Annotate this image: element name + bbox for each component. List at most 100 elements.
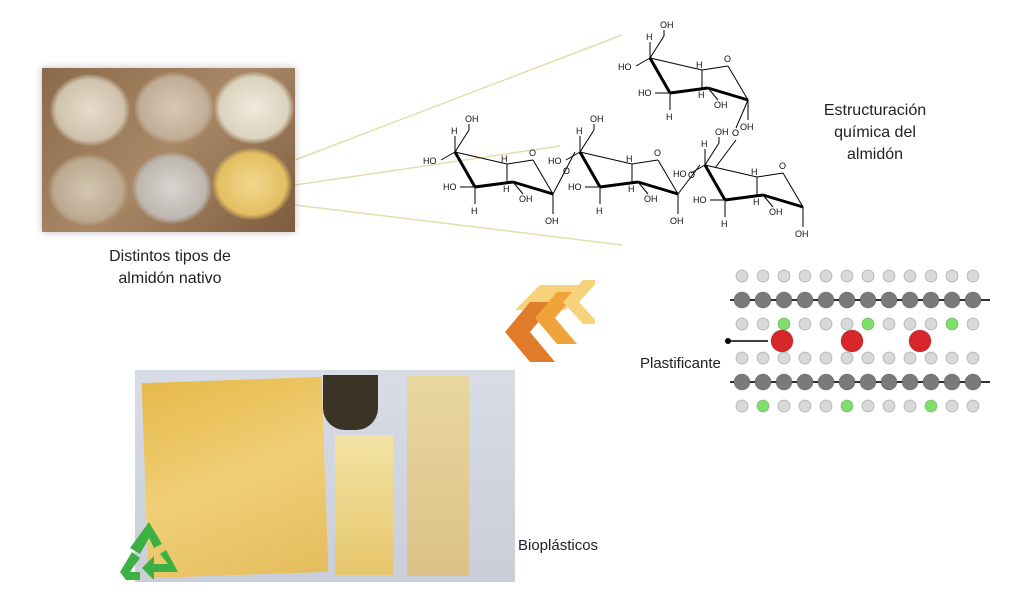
chlorine-atom xyxy=(945,317,959,331)
bioplastics-label: Bioplásticos xyxy=(518,537,599,554)
atom-label: H xyxy=(626,154,633,164)
hydrogen-atom xyxy=(777,399,791,413)
connector-line xyxy=(294,145,561,186)
recycle-icon xyxy=(120,522,178,580)
atom-label: HO xyxy=(693,195,707,205)
hydrogen-atom xyxy=(756,269,770,283)
hydrogen-atom xyxy=(966,317,980,331)
hydrogen-atom xyxy=(945,269,959,283)
hydrogen-atom xyxy=(861,399,875,413)
hydrogen-atom xyxy=(903,317,917,331)
hydrogen-atom xyxy=(924,351,938,365)
plasticizer-label: Plastificante xyxy=(640,355,721,372)
hydrogen-atom xyxy=(882,269,896,283)
hydrogen-atom xyxy=(966,269,980,283)
hydrogen-atom xyxy=(966,351,980,365)
hydrogen-atom xyxy=(966,399,980,413)
carbon-atom xyxy=(817,291,835,309)
atom-label: H xyxy=(451,126,458,136)
glycosidic-bond xyxy=(677,164,701,195)
carbon-atom xyxy=(754,373,772,391)
glycosidic-bond xyxy=(714,139,737,169)
atom-label: H xyxy=(666,112,673,122)
atom-label: OH xyxy=(545,216,559,226)
glycosidic-bond xyxy=(735,99,749,129)
atom-label: H xyxy=(753,197,760,207)
hydrogen-atom xyxy=(903,269,917,283)
chlorine-atom xyxy=(924,399,938,413)
atom-label: H xyxy=(721,219,728,229)
carbon-atom xyxy=(859,373,877,391)
atom-label: HO xyxy=(638,88,652,98)
atom-label: O xyxy=(732,128,739,138)
hydrogen-atom xyxy=(882,399,896,413)
atom-label: O xyxy=(688,170,695,180)
chlorine-atom xyxy=(777,317,791,331)
atom-label: OH xyxy=(519,194,533,204)
atom-label: HO xyxy=(423,156,437,166)
atom-label: OH xyxy=(590,114,604,124)
atom-label: O xyxy=(654,148,661,158)
atom-label: OH xyxy=(715,127,729,137)
hydrogen-atom xyxy=(798,351,812,365)
atom-label: OH xyxy=(644,194,658,204)
hydrogen-atom xyxy=(735,317,749,331)
hydrogen-atom xyxy=(903,399,917,413)
atom-label: H xyxy=(471,206,478,216)
hydrogen-atom xyxy=(882,317,896,331)
carbon-atom xyxy=(817,373,835,391)
connector-line xyxy=(294,204,623,246)
carbon-atom xyxy=(775,373,793,391)
atom-label: OH xyxy=(714,100,728,110)
carbon-atom xyxy=(838,291,856,309)
atom-label: OH xyxy=(740,122,754,132)
atom-label: H xyxy=(596,206,603,216)
structure-label: Estructuración química del almidón xyxy=(800,100,950,166)
carbon-atom xyxy=(901,291,919,309)
carbon-atom xyxy=(733,291,751,309)
atom-label: O xyxy=(563,166,570,176)
hydrogen-atom xyxy=(924,317,938,331)
atom-label: H xyxy=(503,184,510,194)
carbon-atom xyxy=(775,291,793,309)
carbon-atom xyxy=(901,373,919,391)
hydrogen-atom xyxy=(777,351,791,365)
hydrogen-atom xyxy=(840,269,854,283)
atom-label: OH xyxy=(660,20,674,30)
hydrogen-atom xyxy=(798,269,812,283)
hydrogen-atom xyxy=(903,351,917,365)
carbon-atom xyxy=(838,373,856,391)
hydrogen-atom xyxy=(798,317,812,331)
atom-label: H xyxy=(698,90,705,100)
hydrogen-atom xyxy=(945,351,959,365)
carbon-atom xyxy=(796,291,814,309)
atom-label: H xyxy=(696,60,703,70)
carbon-atom xyxy=(880,373,898,391)
plasticizer-molecule xyxy=(770,329,794,353)
atom-label: OH xyxy=(795,229,809,239)
hydrogen-atom xyxy=(819,269,833,283)
atom-label: OH xyxy=(769,207,783,217)
hydrogen-atom xyxy=(819,399,833,413)
native-starch-photo xyxy=(42,68,295,232)
connector-line xyxy=(294,34,623,161)
carbon-atom xyxy=(796,373,814,391)
carbon-atom xyxy=(943,373,961,391)
carbon-atom xyxy=(880,291,898,309)
hydrogen-atom xyxy=(840,351,854,365)
hydrogen-atom xyxy=(945,399,959,413)
hydrogen-atom xyxy=(819,351,833,365)
plasticizer-molecule xyxy=(840,329,864,353)
hydrogen-atom xyxy=(735,351,749,365)
chlorine-atom xyxy=(840,399,854,413)
atom-label: H xyxy=(751,167,758,177)
carbon-atom xyxy=(964,373,982,391)
atom-label: H xyxy=(628,184,635,194)
atom-label: H xyxy=(576,126,583,136)
glycosidic-bond xyxy=(552,151,576,195)
